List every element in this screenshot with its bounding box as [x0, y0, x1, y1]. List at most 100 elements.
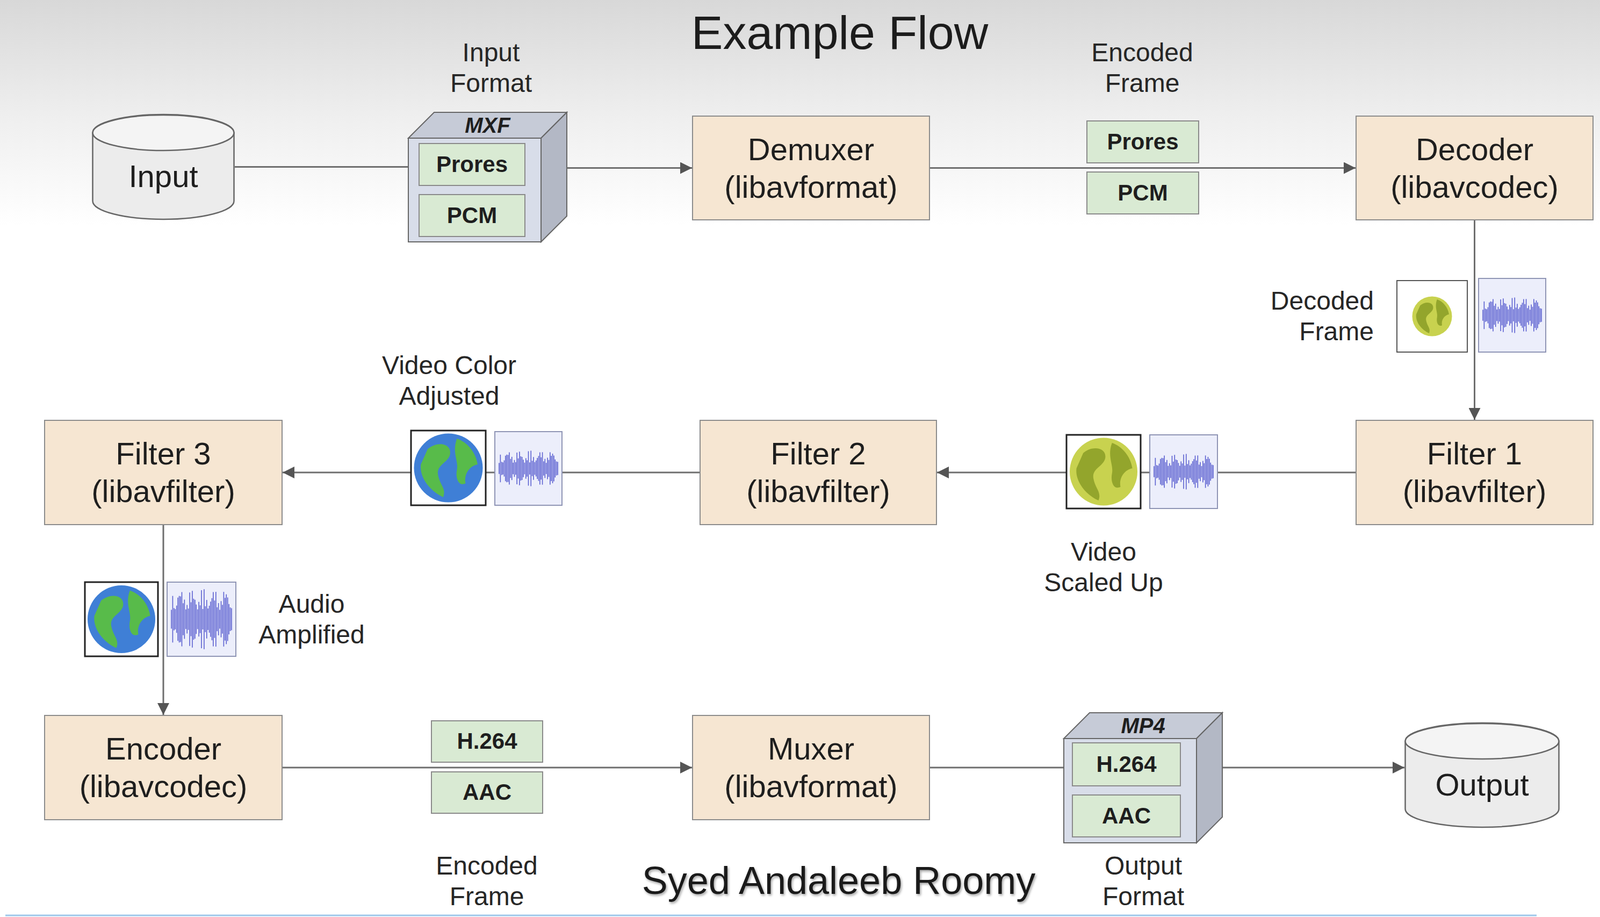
- waveform-stroke: [1179, 465, 1181, 478]
- flow-connector: [930, 766, 1064, 769]
- waveform-stroke: [522, 459, 524, 477]
- waveform-stroke: [553, 455, 555, 481]
- container-format-cube: MXFProresPCM: [408, 112, 567, 242]
- cube-top-face: [1063, 712, 1223, 739]
- waveform-stroke: [211, 597, 213, 640]
- stream-label: Prores: [1087, 128, 1199, 156]
- waveform-stroke: [554, 459, 556, 478]
- format-label: MXF: [464, 113, 510, 138]
- cube-top-area: MP4: [1076, 712, 1210, 739]
- waveform-stroke: [1485, 308, 1487, 322]
- waveform-stroke: [231, 607, 233, 630]
- waveform-stroke: [1199, 462, 1201, 482]
- waveform-stroke: [1533, 298, 1535, 331]
- waveform-stroke: [1169, 463, 1171, 480]
- waveform-stroke: [186, 604, 188, 633]
- waveform-stroke: [532, 456, 535, 480]
- waveform-stroke: [529, 462, 531, 475]
- waveform-stroke: [1195, 460, 1198, 483]
- cylinder-body: [92, 114, 235, 220]
- process-box: Decoder (libavcodec): [1355, 115, 1594, 221]
- waveform-stroke: [1492, 299, 1494, 332]
- waveform-stroke: [536, 457, 538, 479]
- waveform-stroke: [203, 588, 205, 649]
- stream-chip: Prores: [418, 142, 526, 186]
- waveform-stroke: [1534, 302, 1536, 328]
- waveform-stroke: [1505, 303, 1507, 327]
- waveform-stroke: [172, 595, 174, 643]
- waveform-stroke: [1518, 308, 1520, 322]
- storage-label: Output: [1435, 766, 1529, 803]
- waveform-stroke: [225, 594, 227, 645]
- waveform-stroke: [181, 592, 183, 647]
- waveform-stroke: [1155, 457, 1157, 486]
- waveform-stroke: [1198, 464, 1200, 479]
- waveform-stroke: [173, 607, 175, 631]
- process-box: Filter 2 (libavfilter): [699, 419, 938, 525]
- waveform-stroke: [1516, 303, 1518, 327]
- waveform-stroke: [210, 601, 212, 637]
- waveform-stroke: [1165, 462, 1167, 481]
- cube-side-face: [541, 112, 567, 242]
- waveform-stroke: [549, 451, 551, 485]
- waveform-stroke: [1162, 457, 1164, 485]
- stage-label: Audio Amplified: [244, 588, 379, 650]
- process-box: Demuxer (libavformat): [692, 115, 931, 221]
- waveform-stroke: [1524, 304, 1526, 327]
- waveform-stroke: [1512, 308, 1515, 322]
- waveform-stroke: [197, 609, 199, 630]
- waveform-stroke: [229, 607, 232, 631]
- waveform-stroke: [1528, 305, 1530, 326]
- waveform-stroke: [546, 457, 549, 480]
- waveform-stroke: [1185, 453, 1187, 489]
- process-box: Filter 1 (libavfilter): [1355, 419, 1594, 525]
- stream-label: AAC: [1072, 802, 1180, 830]
- waveform-stroke: [506, 454, 508, 482]
- waveform-stroke: [545, 462, 547, 474]
- waveform-stroke: [517, 458, 520, 479]
- waveform-stroke: [526, 459, 528, 477]
- waveform-stroke: [200, 589, 203, 648]
- box-label: Demuxer (libavformat): [693, 130, 929, 206]
- box-label: Filter 2 (libavfilter): [700, 434, 936, 510]
- waveform-stroke: [202, 608, 204, 630]
- waveform-stroke: [1176, 459, 1178, 484]
- waveform-stroke: [530, 450, 532, 486]
- waveform-stroke: [1170, 465, 1172, 479]
- waveform-stroke: [212, 591, 214, 646]
- waveform-stroke: [540, 457, 542, 480]
- waveform-stroke: [1178, 462, 1180, 480]
- stage-label: Video Scaled Up: [1033, 536, 1174, 598]
- waveform-stroke: [1207, 456, 1209, 487]
- waveform-stroke: [176, 605, 178, 633]
- stage-label: Encoded Frame: [1075, 37, 1210, 99]
- waveform-stroke: [1498, 308, 1501, 322]
- waveform-stroke: [1506, 306, 1508, 324]
- cube-side-face: [1196, 712, 1223, 843]
- waveform-stroke: [498, 462, 500, 474]
- waveform-stroke: [219, 609, 221, 629]
- waveform-stroke: [1488, 302, 1490, 329]
- waveform-stroke: [216, 607, 218, 632]
- waveform-stroke: [512, 462, 514, 475]
- waveform-stroke: [1194, 455, 1196, 488]
- waveform-stroke: [548, 459, 550, 478]
- waveform-stroke: [1156, 464, 1158, 479]
- waveform-stroke: [1487, 306, 1489, 323]
- waveform-stroke: [178, 595, 180, 643]
- waveform-stroke: [175, 608, 177, 630]
- box-label: Muxer (libavformat): [693, 729, 929, 805]
- stream-chip: AAC: [430, 770, 544, 814]
- waveform-stroke: [227, 596, 229, 641]
- waveform-stroke: [1502, 298, 1504, 333]
- storage-cylinder: Input: [91, 114, 235, 220]
- process-box: Encoder (libavcodec): [44, 714, 283, 820]
- waveform-stroke: [1489, 301, 1491, 329]
- waveform-stroke: [1180, 460, 1182, 482]
- waveform-stroke: [1496, 309, 1498, 322]
- stream-label: AAC: [431, 778, 543, 806]
- waveform-stroke: [552, 453, 554, 484]
- waveform-stroke: [528, 450, 530, 486]
- waveform-stroke: [228, 603, 230, 635]
